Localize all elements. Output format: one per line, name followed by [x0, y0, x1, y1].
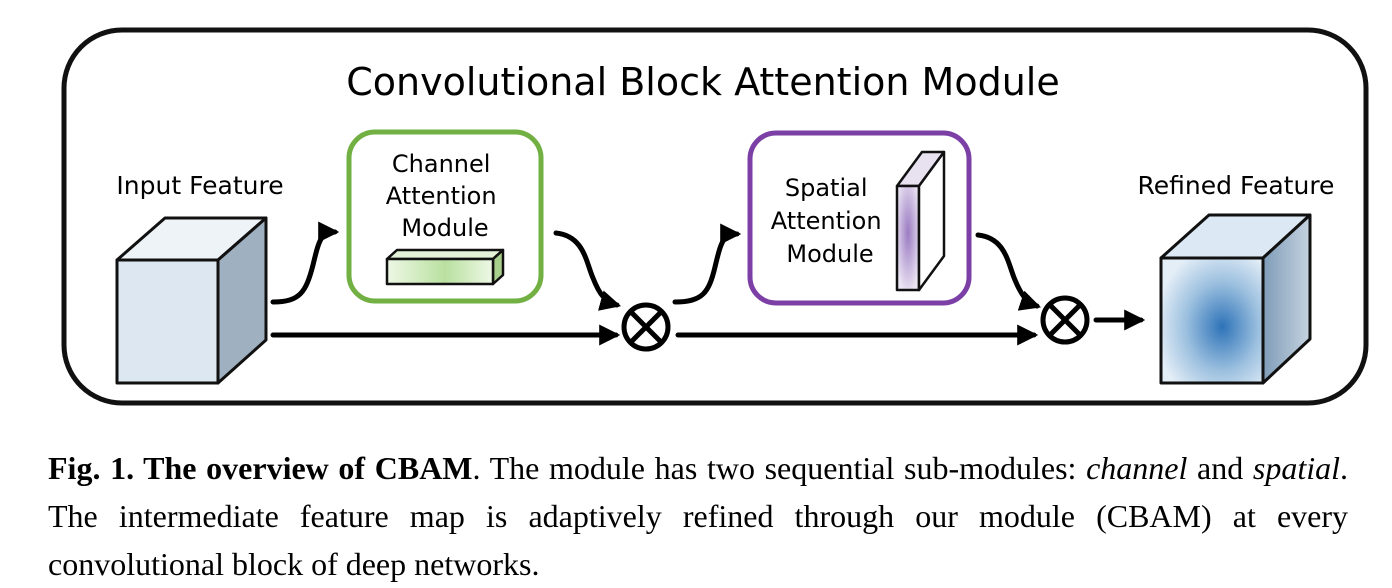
channel-label-line-3: Module	[401, 214, 488, 242]
input-feature-label: Input Feature	[116, 171, 283, 200]
diagram-title: Convolutional Block Attention Module	[346, 60, 1059, 104]
refined-feature-label: Refined Feature	[1138, 171, 1335, 200]
channel-label-line-2: Attention	[386, 182, 497, 210]
arrow-input-to-channel	[270, 221, 340, 305]
multiply-node-2	[1040, 295, 1090, 345]
spatial-label-line-2: Attention	[771, 207, 882, 235]
arrow-channel-to-multiply-1	[553, 230, 622, 311]
caption-em-spatial: spatial	[1252, 450, 1341, 486]
input-feature-cube	[115, 216, 268, 385]
arrow-multiply-1-to-spatial	[672, 223, 742, 305]
spatial-label-line-3: Module	[786, 240, 873, 268]
channel-attention-label: Channel Attention Module	[386, 150, 504, 242]
cbam-diagram: Convolutional Block Attention Module Inp…	[61, 27, 1369, 406]
arrow-spatial-to-multiply-2	[975, 232, 1041, 311]
channel-attention-vector	[385, 248, 505, 286]
channel-label-line-1: Channel	[392, 150, 491, 178]
multiply-node-1	[621, 302, 671, 352]
spatial-attention-label: Spatial Attention Module	[771, 174, 889, 268]
caption-em-channel: channel	[1086, 450, 1188, 486]
spatial-label-line-1: Spatial	[785, 174, 868, 202]
refined-feature-cube	[1159, 213, 1312, 385]
caption-text-2: and	[1187, 450, 1253, 486]
caption-text-1: . The module has two sequential sub-modu…	[472, 450, 1087, 486]
spatial-attention-map	[895, 150, 946, 292]
figure-caption: Fig. 1. The overview of CBAM. The module…	[48, 444, 1348, 588]
caption-label: Fig. 1. The overview of CBAM	[48, 450, 473, 486]
caption-text-3: . The intermediate feature map is adapti…	[48, 450, 1349, 582]
module-frame	[61, 27, 1369, 406]
